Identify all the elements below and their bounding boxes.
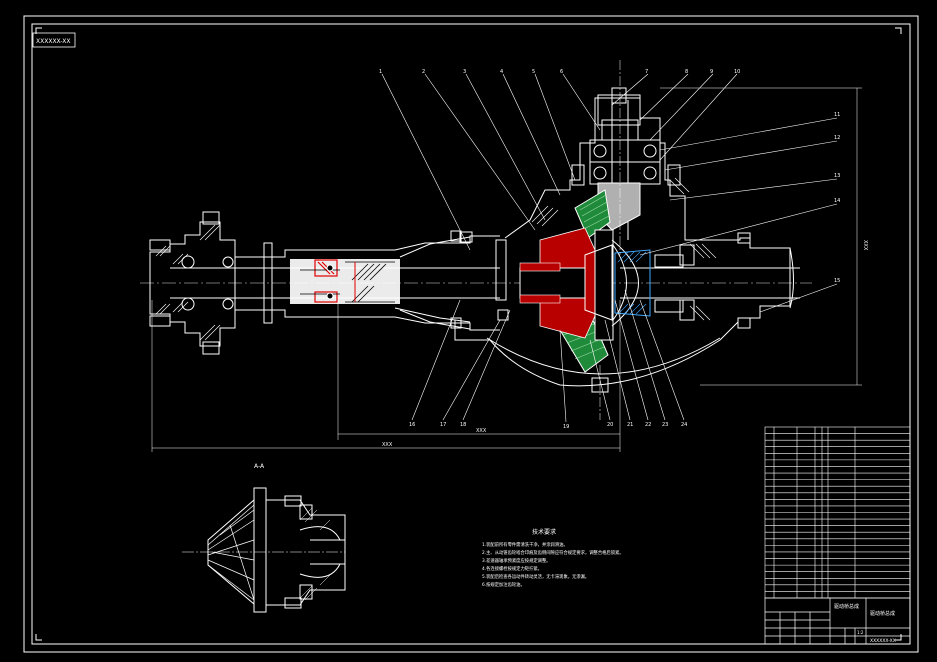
scale: 1:2 — [857, 630, 864, 635]
svg-text:24: 24 — [681, 422, 687, 428]
svg-text:19: 19 — [563, 424, 569, 430]
callouts-right: 11 12 13 14 15 — [834, 112, 840, 284]
svg-text:4: 4 — [500, 69, 503, 75]
svg-text:9: 9 — [710, 69, 713, 75]
center-housing — [454, 97, 791, 387]
svg-text:6: 6 — [560, 69, 563, 75]
svg-text:10: 10 — [734, 69, 740, 75]
callouts-top: 1 2 3 4 5 6 7 8 9 10 — [379, 69, 740, 75]
corner-marks — [35, 27, 902, 641]
main-assembly — [140, 60, 812, 420]
svg-text:6.按规定加注齿轮油。: 6.按规定加注齿轮油。 — [482, 581, 525, 588]
dim-total-length: XXX — [382, 442, 393, 448]
svg-text:14: 14 — [834, 198, 840, 204]
assembly-name: 驱动桥总成 — [834, 603, 859, 610]
dim-height: XXX — [862, 240, 868, 251]
left-hub — [149, 221, 236, 347]
svg-text:23: 23 — [662, 422, 668, 428]
svg-text:4.各连接螺栓按规定力矩拧紧。: 4.各连接螺栓按规定力矩拧紧。 — [482, 565, 542, 572]
drawing-code: XXXXXX-XX — [36, 38, 70, 45]
dimension-lines — [151, 87, 862, 452]
svg-text:5: 5 — [532, 69, 535, 75]
svg-text:3: 3 — [463, 69, 466, 75]
drawing-title: 驱动桥总成 — [870, 610, 895, 617]
svg-text:1: 1 — [379, 69, 382, 75]
svg-text:3.差速器轴承预紧度应按规定调整。: 3.差速器轴承预紧度应按规定调整。 — [482, 557, 551, 564]
svg-text:22: 22 — [645, 422, 651, 428]
svg-text:8: 8 — [685, 69, 688, 75]
side-gear-right — [614, 249, 651, 317]
parts-list — [764, 426, 911, 599]
svg-text:15: 15 — [834, 278, 840, 284]
svg-text:2: 2 — [422, 69, 425, 75]
title-block — [764, 597, 911, 645]
svg-text:21: 21 — [627, 422, 633, 428]
leader-lines — [381, 73, 838, 423]
svg-text:5.装配后检查各运动件转动灵活，无卡滞现象，无渗漏。: 5.装配后检查各运动件转动灵活，无卡滞现象，无渗漏。 — [482, 573, 589, 580]
svg-text:18: 18 — [460, 422, 466, 428]
inner-frame — [31, 23, 911, 645]
tech-requirements-title: 技术要求 — [532, 528, 556, 536]
drawing-code-box — [32, 32, 76, 48]
dim-inner-length: XXX — [476, 428, 487, 434]
svg-text:20: 20 — [607, 422, 613, 428]
section-label: A-A — [254, 463, 265, 470]
svg-text:13: 13 — [834, 173, 840, 179]
svg-text:17: 17 — [440, 422, 446, 428]
drawing-number: XXXXXX-XX — [870, 638, 896, 644]
callouts-bottom: 16 17 18 19 20 21 22 23 24 — [409, 422, 687, 430]
svg-text:11: 11 — [834, 112, 840, 118]
svg-text:12: 12 — [834, 135, 840, 141]
svg-text:7: 7 — [645, 69, 648, 75]
section-view-aa — [182, 487, 346, 613]
svg-text:1.装配前所有零件需清洗干净，并涂润滑油。: 1.装配前所有零件需清洗干净，并涂润滑油。 — [482, 541, 568, 548]
tech-requirements: 1.装配前所有零件需清洗干净，并涂润滑油。 2.主、从动锥齿轮啮合印痕及齿侧间隙… — [482, 541, 624, 588]
svg-text:2.主、从动锥齿轮啮合印痕及齿侧间隙应符合规定要求，调整合格: 2.主、从动锥齿轮啮合印痕及齿侧间隙应符合规定要求，调整合格后锁紧。 — [482, 549, 624, 556]
svg-text:16: 16 — [409, 422, 415, 428]
outer-frame — [23, 15, 919, 653]
